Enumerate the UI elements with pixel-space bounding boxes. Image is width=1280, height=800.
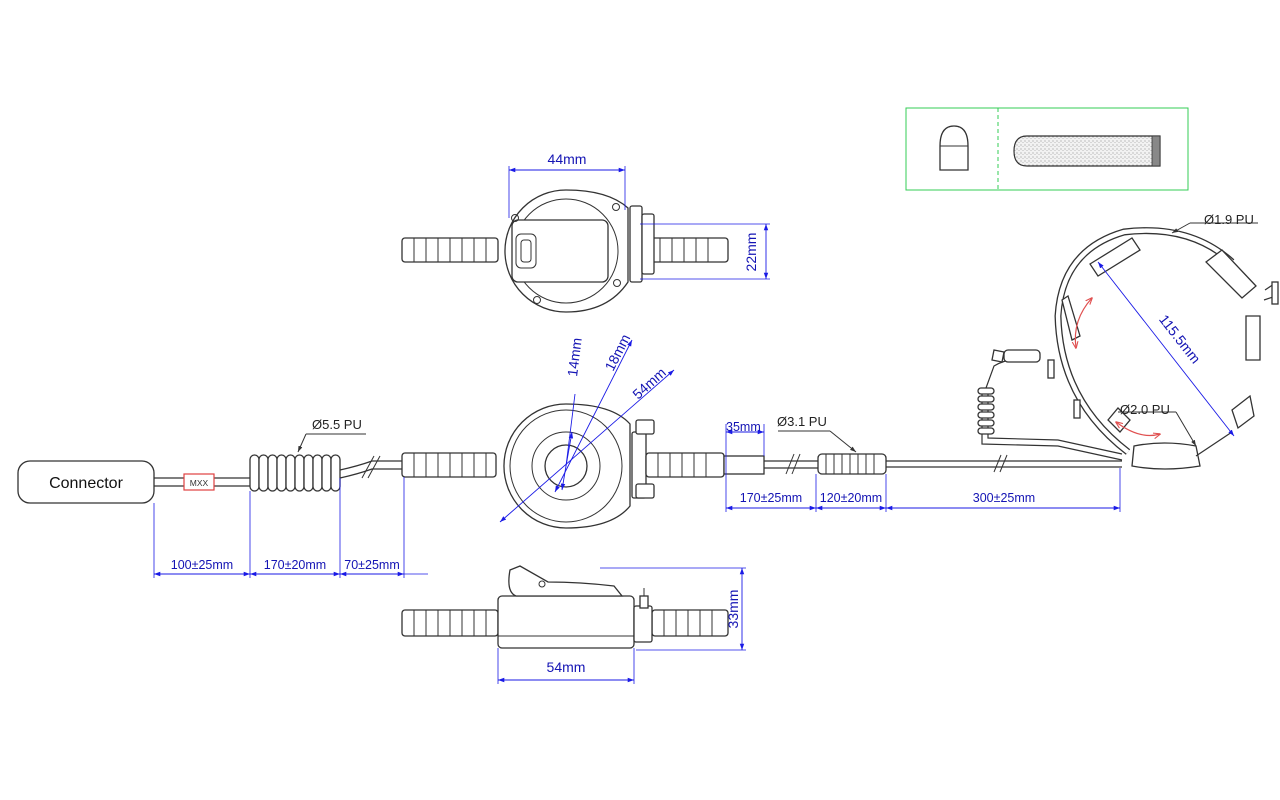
dim-seg-300: 300±25mm — [973, 491, 1035, 505]
dim-ptt-outer: 54mm — [629, 364, 669, 402]
strain-relief-right-side — [651, 609, 729, 637]
headset — [977, 227, 1279, 470]
connector-label: Connector — [49, 475, 123, 492]
ptt-top-view — [401, 189, 729, 313]
belt-clip-top — [511, 219, 609, 283]
accessory-frame — [905, 107, 1189, 191]
dim-seg-120: 120±20mm — [820, 491, 882, 505]
ptt-side-view — [401, 565, 729, 649]
throat-mic-module — [1131, 442, 1201, 470]
ear-tip-icon — [939, 125, 969, 171]
dim-ptt-inner: 14mm — [564, 337, 585, 378]
dim-seg-170b: 170±25mm — [740, 491, 802, 505]
svg-text:Ø5.5 PU: Ø5.5 PU — [312, 417, 362, 432]
connector-plug: Connector — [17, 460, 155, 504]
ptt-front-view — [401, 403, 765, 529]
cable-sleeve — [723, 455, 765, 475]
dim-seg-coil: 170±20mm — [264, 558, 326, 572]
accessory-box — [905, 107, 1189, 191]
dim-seg-to-ptt: 70±25mm — [344, 558, 400, 572]
connector-tag: MXX — [183, 473, 215, 491]
dim-top-width: 44mm — [548, 151, 587, 167]
coiled-cable — [249, 454, 341, 492]
callout-cable-coil: Ø5.5 PU — [297, 417, 366, 453]
callout-headset-cable: Ø2.0 PU — [1118, 402, 1197, 447]
dim-top-height: 22mm — [743, 233, 759, 272]
cable-grip — [817, 453, 887, 475]
strain-relief-right — [645, 452, 725, 478]
strain-relief-left — [401, 452, 497, 478]
acoustic-tube-coil — [977, 387, 995, 435]
rotation-arrow-upper — [1075, 298, 1092, 348]
dim-headband-span: 115.5mm — [1156, 311, 1204, 366]
ptt-side-housing — [497, 595, 635, 649]
foam-windscreen-icon — [1013, 135, 1161, 167]
dim-seg-connector: 100±25mm — [171, 558, 233, 572]
svg-text:Ø2.0 PU: Ø2.0 PU — [1120, 402, 1170, 417]
dim-seg-35: 35mm — [726, 420, 761, 434]
svg-text:MXX: MXX — [190, 478, 209, 488]
dim-ptt-mid: 18mm — [601, 331, 633, 373]
dim-side-width: 54mm — [547, 659, 586, 675]
callout-cable-mid: Ø3.1 PU — [777, 414, 857, 453]
strain-relief-left-top — [401, 237, 499, 263]
svg-text:Ø1.9 PU: Ø1.9 PU — [1204, 212, 1254, 227]
dim-side-height: 33mm — [725, 590, 741, 629]
belt-clip-side — [508, 565, 624, 597]
strain-relief-left-side — [401, 609, 499, 637]
svg-text:Ø3.1 PU: Ø3.1 PU — [777, 414, 827, 429]
callout-headband: Ø1.9 PU — [1171, 212, 1258, 234]
